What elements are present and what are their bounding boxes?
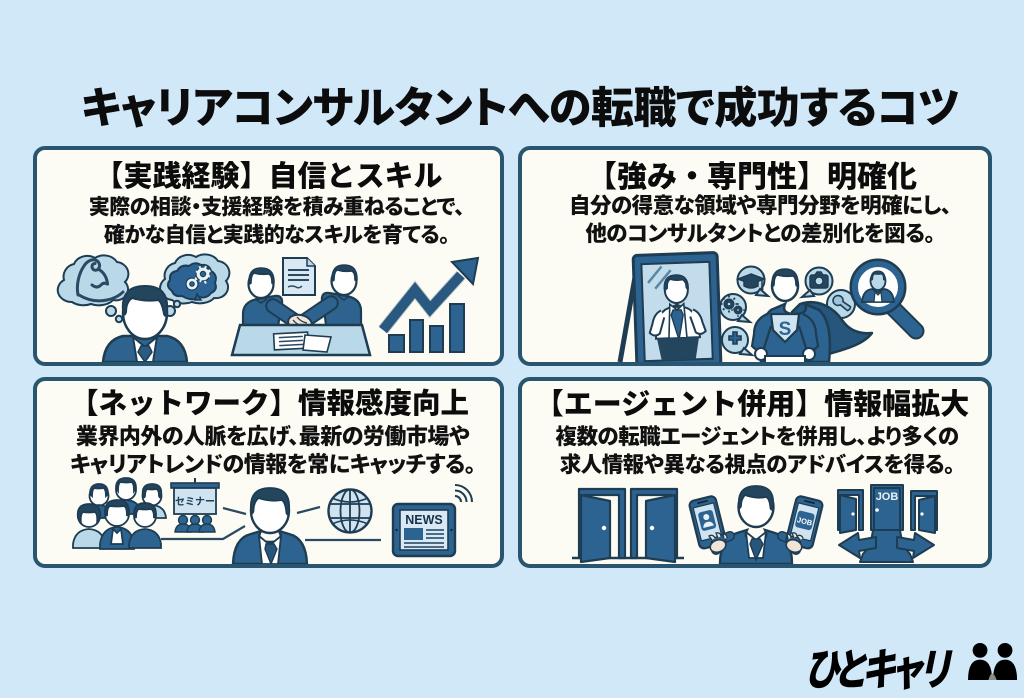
svg-text:JOB: JOB	[796, 515, 814, 528]
svg-text:JOB: JOB	[876, 491, 899, 503]
svg-text:S: S	[779, 319, 792, 340]
svg-text:セミナー: セミナー	[175, 496, 215, 508]
svg-text:NEWS: NEWS	[405, 513, 443, 527]
